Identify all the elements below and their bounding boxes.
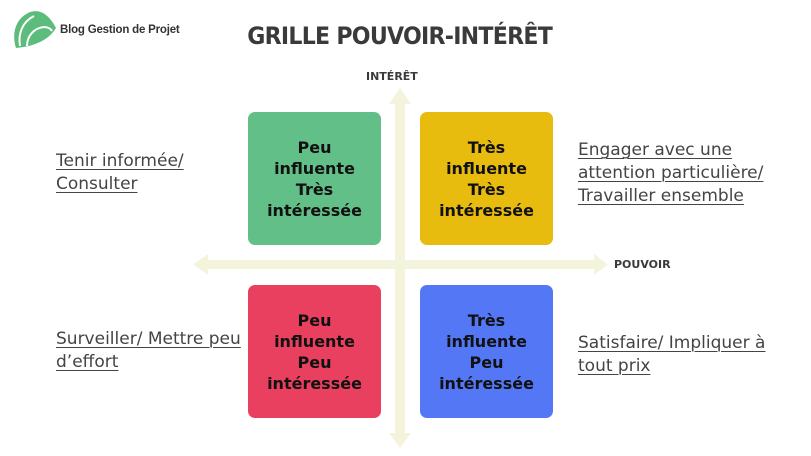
title-text: GRILLE POUVOIR-INTÉRÊT [247, 22, 553, 50]
page-title: GRILLE POUVOIR-INTÉRÊT [0, 22, 811, 50]
quadrant-low-power-high-interest: Peu influente Très intéressée [248, 112, 381, 245]
quadrant-text: influente [274, 158, 355, 178]
x-axis-arrow-left-icon [193, 254, 208, 275]
strategy-keep-satisfied-link[interactable]: Satisfaire/ Impliquer à tout prix [578, 333, 766, 376]
quadrant-text: Peu [469, 352, 504, 372]
strategy-engage-closely-link[interactable]: Engager avec une attention particulière/… [578, 140, 764, 206]
quadrant-text: intéressée [267, 200, 362, 220]
quadrant-high-power-low-interest: Très influente Peu intéressée [420, 285, 553, 418]
quadrant-text: influente [274, 331, 355, 351]
quadrant-text: Très [295, 179, 334, 199]
quadrant-text: intéressée [267, 373, 362, 393]
y-axis-arrow-down-icon [389, 433, 411, 448]
quadrant-text: influente [446, 158, 527, 178]
quadrant-text: Peu [297, 352, 332, 372]
x-axis-label: POUVOIR [614, 258, 671, 271]
logo: Blog Gestion de Projet [10, 8, 180, 52]
leaf-logo-icon [14, 11, 56, 48]
quadrant-text: intéressée [439, 200, 534, 220]
quadrant-text: Très [467, 179, 506, 199]
strategy-monitor-link[interactable]: Surveiller/ Mettre peu d’effort [56, 329, 241, 372]
quadrant-text: Peu [297, 310, 332, 330]
strategy-keep-informed-link[interactable]: Tenir informée/ Consulter [56, 151, 184, 194]
quadrant-text: Très [467, 310, 506, 330]
quadrant-high-power-high-interest: Très influente Très intéressée [420, 112, 553, 245]
x-axis-line [207, 260, 595, 269]
quadrant-text: Très [467, 137, 506, 157]
quadrant-text: influente [446, 331, 527, 351]
y-axis-arrow-up-icon [389, 88, 411, 104]
quadrant-low-power-low-interest: Peu influente Peu intéressée [248, 285, 381, 418]
x-axis-arrow-right-icon [594, 254, 608, 275]
y-axis-line [395, 104, 405, 437]
quadrant-text: Peu [297, 137, 332, 157]
logo-text: Blog Gestion de Projet [60, 24, 180, 36]
quadrant-text: intéressée [439, 373, 534, 393]
y-axis-label: INTÉRÊT [366, 70, 418, 83]
